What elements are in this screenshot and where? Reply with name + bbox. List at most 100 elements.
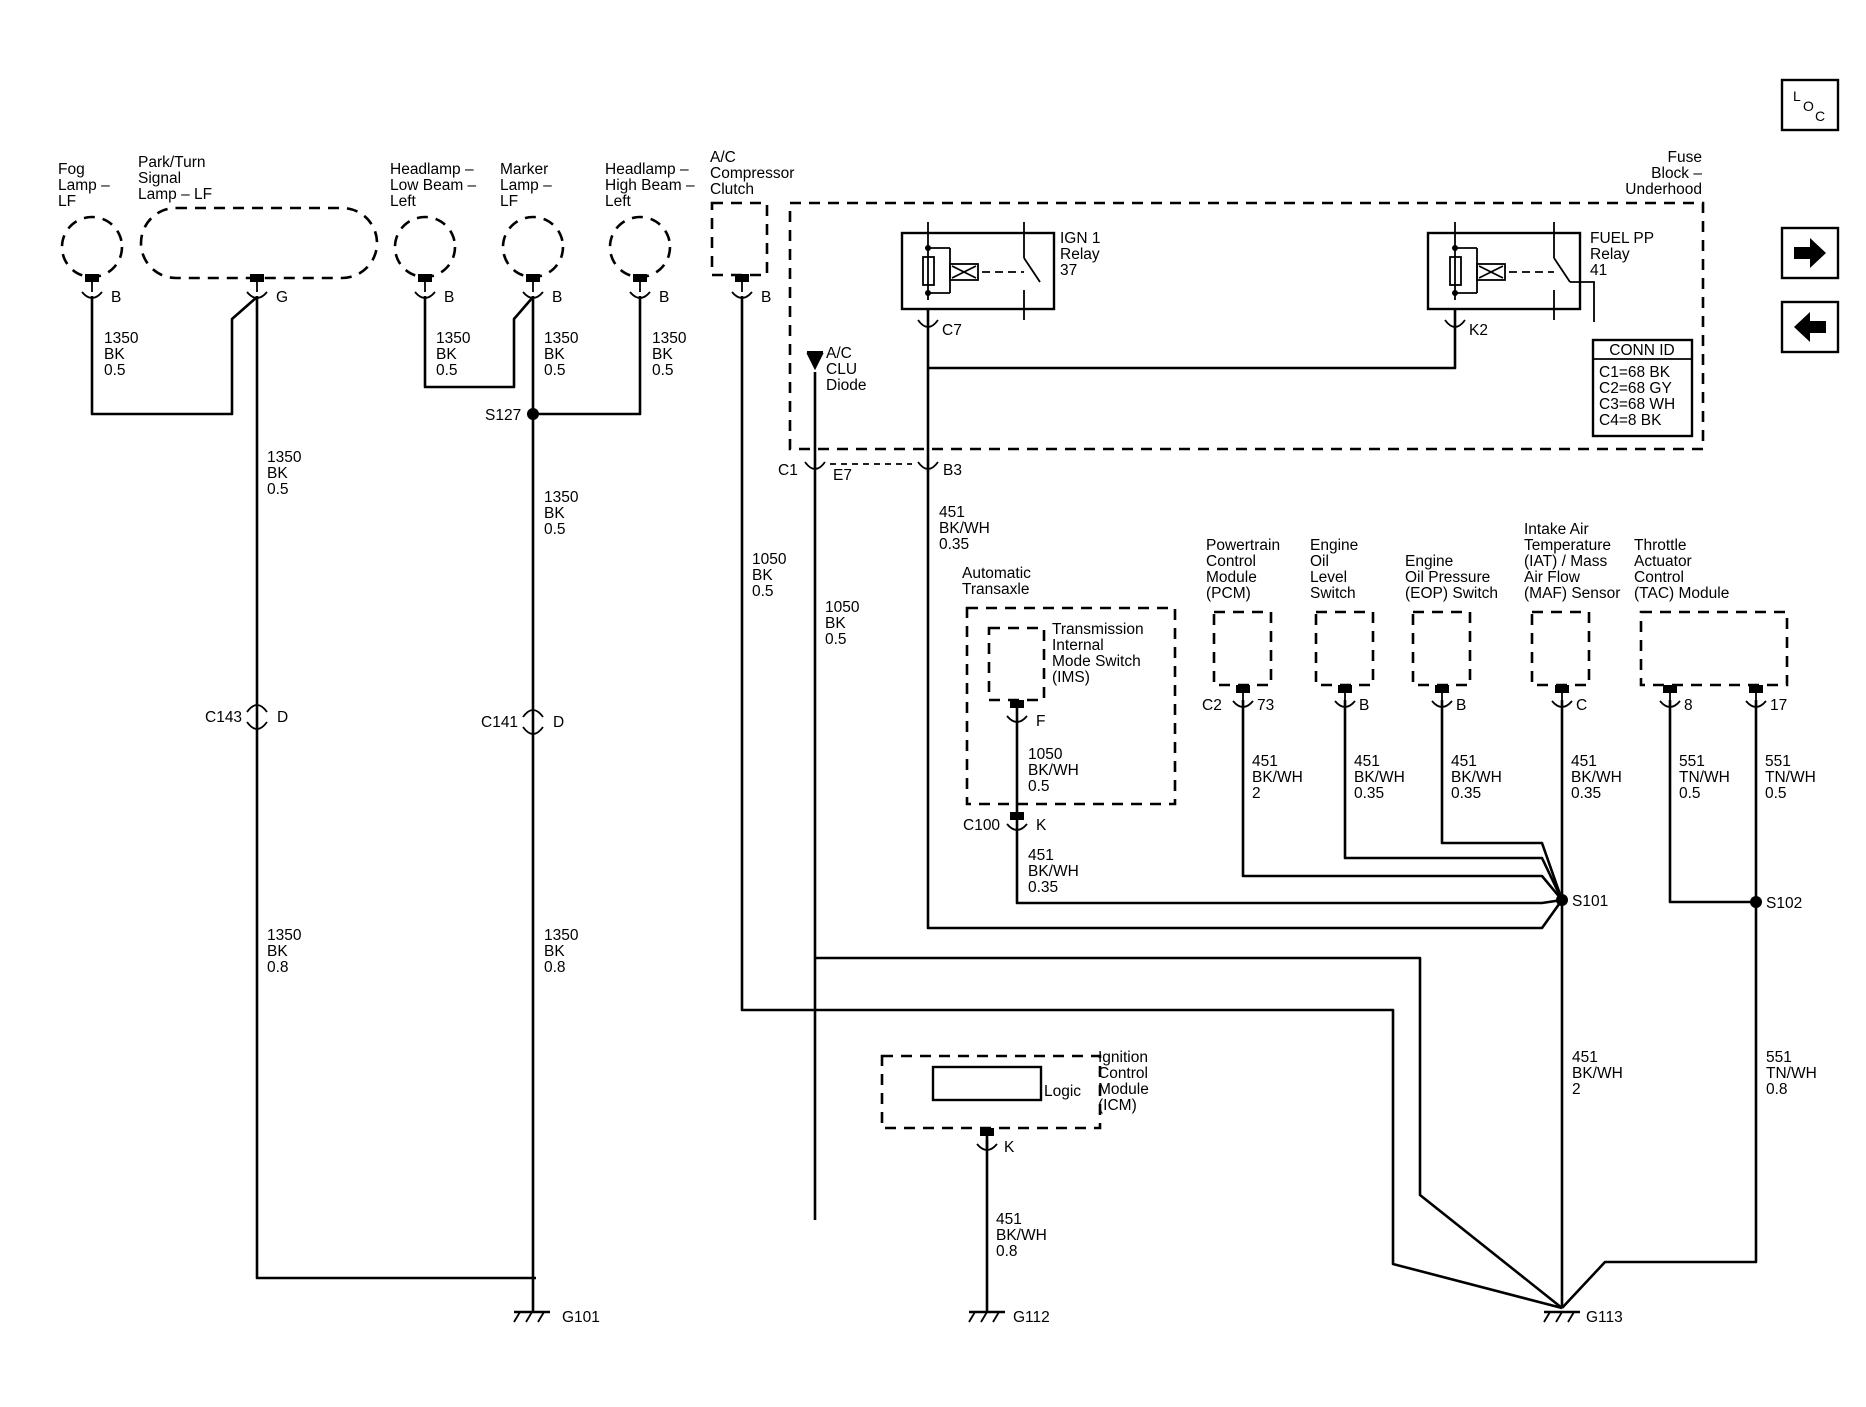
pin-eol-b: B [1359,697,1369,714]
icm-label-line-4: (ICM) [1098,1097,1137,1114]
icm-label-line-3: Module [1098,1081,1149,1098]
marker-lamp-outline [501,215,565,279]
loc-button[interactable]: L O C [1780,78,1840,132]
wire-b3-label-line-2: BK/WH [939,520,990,537]
pcm-outline [1212,610,1273,687]
automatic-transaxle-label-line-1: Automatic [962,565,1031,582]
wire-iat-label-line-1: 451 [1571,753,1597,770]
pin-ims-f: F [1036,713,1045,730]
iat-maf-sensor-label-line-1: Intake Air [1524,521,1589,538]
ac-clutch-label-line-3: Clutch [710,181,754,198]
wire-tac17-label-line-1: 551 [1765,753,1791,770]
pin-marker-b: B [552,289,562,306]
pin-c141: C141 [481,714,518,731]
fuelpp-relay-label-line-3: 41 [1590,262,1607,279]
pin-c100-k: K [1036,817,1047,834]
wire-b3-label-line-1: 451 [939,504,965,521]
splice-s101 [1556,894,1568,906]
wire-icm-label-line-3: 0.8 [996,1243,1018,1260]
wire-s101-down-label-line-2: BK/WH [1572,1065,1623,1082]
eol-switch-outline [1314,610,1375,687]
wire-fog-label-line-1: 1350 [104,330,139,347]
pin-icm-k: K [1004,1139,1015,1156]
icm-label-line-2: Control [1098,1065,1148,1082]
headlamp-high-outline [608,215,672,279]
eop-switch-outline [1411,610,1472,687]
wire-high-label-line-2: BK [652,346,673,363]
headlamp-low-label-line-2: Low Beam – [390,177,477,194]
wire-icm-label-line-1: 451 [996,1211,1022,1228]
ign1-relay-symbol [900,222,1056,320]
wire-s102-down-label-line-1: 551 [1766,1049,1792,1066]
wire-pcm-label-line-1: 451 [1252,753,1278,770]
wire-s127-down-label-line-2: BK [544,505,565,522]
tac-module-label-line-1: Throttle [1634,537,1687,554]
conn-id-row-line-3: C3=68 WH [1599,396,1675,413]
eop-switch-label-line-3: (EOP) Switch [1405,585,1498,602]
fuse-block-label-line-1: Fuse [1668,149,1702,166]
icm-logic-label: Logic [1044,1083,1081,1100]
fuelpp-relay-label-line-2: Relay [1590,246,1630,263]
fuse-block-outline [788,201,1705,451]
headlamp-high-label-line-1: Headlamp – [605,161,689,178]
wire-eol-label-line-3: 0.35 [1354,785,1384,802]
ims-label-line-2: Internal [1052,637,1104,654]
wire-diode-label-line-2: BK [825,615,846,632]
wire-iat-label-line-2: BK/WH [1571,769,1622,786]
pcm-label-line-1: Powertrain [1206,537,1280,554]
marker-lamp-label-line-1: Marker [500,161,548,178]
wire-c143-down-label-line-1: 1350 [267,927,302,944]
wire-eol-label-line-2: BK/WH [1354,769,1405,786]
wire-tac8-label-line-2: TN/WH [1679,769,1730,786]
wire-diode-label-line-1: 1050 [825,599,860,616]
wire-eol-label-line-1: 451 [1354,753,1380,770]
marker-lamp-label-line-2: Lamp – [500,177,552,194]
ims-outline [987,626,1046,702]
fuelpp-relay-label-line-1: FUEL PP [1590,230,1654,247]
wire-c143-down-label-line-3: 0.8 [267,959,289,976]
eol-switch-label-line-3: Level [1310,569,1347,586]
wire-c143-down-label-line-2: BK [267,943,288,960]
pin-pcm-73: 73 [1257,697,1274,714]
ground-g112-icon [968,1300,1005,1323]
wire-s127-down-label-line-1: 1350 [544,489,579,506]
wire-tac8-label-line-3: 0.5 [1679,785,1701,802]
fuelpp-relay-symbol [1426,222,1595,322]
iat-maf-sensor-label-line-5: (MAF) Sensor [1524,585,1620,602]
marker-lamp-label-line-3: LF [500,193,518,210]
fog-lamp-label-line-1: Fog [58,161,85,178]
wire-eop-label-line-1: 451 [1451,753,1477,770]
automatic-transaxle-label-line-2: Transaxle [962,581,1029,598]
wire-s127-down-label-line-3: 0.5 [544,521,566,538]
pin-high-b: B [659,289,669,306]
ground-g112-label: G112 [1013,1309,1050,1326]
fog-lamp-outline [60,215,124,279]
wire-s101-down-label-line-1: 451 [1572,1049,1598,1066]
pin-c143: C143 [205,709,242,726]
tac-module-label-line-2: Actuator [1634,553,1692,570]
headlamp-low-label-line-3: Left [390,193,417,210]
pin-low-b: B [444,289,454,306]
wire-c141-down-label-line-2: BK [544,943,565,960]
wire-low-label-line-2: BK [436,346,457,363]
splice-s127 [527,408,539,420]
wire-b3-label-line-3: 0.35 [939,536,969,553]
ims-label-line-3: Mode Switch [1052,653,1141,670]
eop-switch-label-line-2: Oil Pressure [1405,569,1490,586]
wire-tac17-label-line-2: TN/WH [1765,769,1816,786]
ac-clu-diode-label-line-3: Diode [826,377,867,394]
wire-park-down-label-line-3: 0.5 [267,481,289,498]
previous-page-button[interactable] [1780,300,1840,354]
wire-park-down-label-line-2: BK [267,465,288,482]
pin-fog-b: B [111,289,121,306]
pin-c141-d: D [553,714,564,731]
wire-high-label-line-3: 0.5 [652,362,674,379]
svg-text:O: O [1803,98,1814,114]
ac-clu-diode-label-line-2: CLU [826,361,857,378]
ac-clu-diode-label-line-1: A/C [826,345,852,362]
wire-ims-label-line-1: 1050 [1028,746,1063,763]
next-page-button[interactable] [1780,226,1840,280]
splice-s101-label: S101 [1572,893,1608,910]
wire-eop-label-line-3: 0.35 [1451,785,1481,802]
pin-c7: C7 [942,322,962,339]
